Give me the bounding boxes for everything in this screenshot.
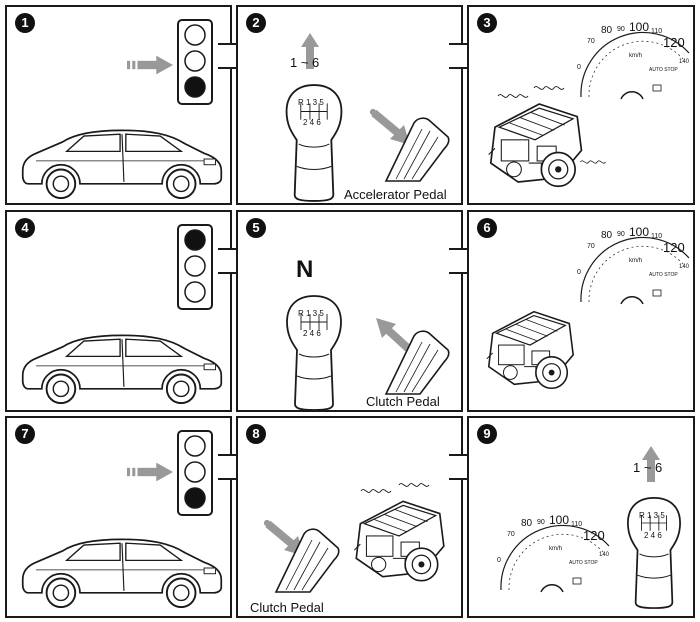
step-panel-2: 2 1 ~ 6 R 1 3 5 2 4 6 Accelerator Pedal <box>236 5 463 205</box>
pedal-label: Clutch Pedal <box>250 600 324 615</box>
svg-text:70: 70 <box>587 243 595 250</box>
pedal-label: Clutch Pedal <box>366 394 440 409</box>
svg-text:km/h: km/h <box>549 546 562 552</box>
engine-icon <box>342 480 454 598</box>
svg-text:0: 0 <box>577 269 581 276</box>
step-panel-3: 3 0 70 80 90 100 110 120 140 km/h AUTO S… <box>467 5 695 205</box>
vibration-icon <box>579 157 607 167</box>
svg-text:2 4 6: 2 4 6 <box>644 531 662 540</box>
svg-text:80: 80 <box>521 518 533 529</box>
step-number-badge: 9 <box>477 424 497 444</box>
car-icon <box>17 119 227 199</box>
traffic-light-icon <box>177 430 213 516</box>
gear-shifter-icon: R 1 3 5 2 4 6 <box>619 494 689 610</box>
svg-text:R 1 3 5: R 1 3 5 <box>639 511 665 520</box>
accelerator-pedal-icon <box>376 115 456 185</box>
svg-text:120: 120 <box>663 35 685 50</box>
svg-text:100: 100 <box>549 513 569 527</box>
traffic-light-top <box>184 229 206 251</box>
speedometer-icon: 0 70 80 90 100 110 120 140 km/h AUTO STO… <box>577 225 690 305</box>
traffic-light-top <box>184 435 206 457</box>
svg-text:0: 0 <box>577 64 581 71</box>
car-icon <box>17 528 227 608</box>
svg-text:70: 70 <box>507 531 515 538</box>
step-panel-6: 6 0 70 80 90 100 110 120 140 km/h AUTO S… <box>467 210 695 412</box>
gear-range-label: 1 ~ 6 <box>633 460 663 475</box>
svg-text:AUTO STOP: AUTO STOP <box>649 67 678 73</box>
svg-text:2 4 6: 2 4 6 <box>303 329 321 338</box>
svg-text:80: 80 <box>601 25 613 36</box>
step-number-badge: 5 <box>246 218 266 238</box>
svg-text:90: 90 <box>617 231 625 238</box>
traffic-light-bottom <box>184 76 206 98</box>
vibration-icon <box>358 486 394 496</box>
svg-text:100: 100 <box>629 225 649 239</box>
step-panel-7: 7 <box>5 416 232 618</box>
gear-shifter-icon: R 1 3 5 2 4 6 <box>278 292 350 412</box>
step-panel-4: 4 <box>5 210 232 412</box>
svg-text:110: 110 <box>651 233 662 240</box>
speedometer-icon: 0 70 80 90 100 110 120 140 km/h AUTO STO… <box>577 20 690 100</box>
arrow-right-icon <box>127 462 173 482</box>
svg-text:140: 140 <box>599 552 610 558</box>
svg-text:120: 120 <box>663 240 685 255</box>
arrow-right-icon <box>127 55 173 75</box>
traffic-light-icon <box>177 19 213 105</box>
traffic-light-bottom <box>184 487 206 509</box>
gear-shifter-icon: R 1 3 5 2 4 6 <box>278 81 350 203</box>
step-panel-5: 5 N R 1 3 5 2 4 6 Clutch Pedal <box>236 210 463 412</box>
step-panel-9: 9 0 70 80 90 100 110 120 140 km/h AUTO S… <box>467 416 695 618</box>
step-panel-1: 1 <box>5 5 232 205</box>
svg-text:0: 0 <box>497 557 501 564</box>
svg-text:km/h: km/h <box>629 53 642 59</box>
traffic-light-icon <box>177 224 213 310</box>
traffic-light-middle <box>184 255 206 277</box>
step-number-badge: 3 <box>477 13 497 33</box>
svg-text:140: 140 <box>679 264 690 270</box>
neutral-gear-label: N <box>296 256 314 283</box>
engine-icon <box>475 85 593 201</box>
svg-text:70: 70 <box>587 38 595 45</box>
svg-text:km/h: km/h <box>629 258 642 264</box>
svg-text:140: 140 <box>679 59 690 65</box>
svg-text:AUTO STOP: AUTO STOP <box>649 272 678 278</box>
svg-text:R 1 3 5: R 1 3 5 <box>298 98 324 107</box>
svg-text:R 1 3 5: R 1 3 5 <box>298 309 324 318</box>
car-icon <box>17 324 227 404</box>
vibration-icon <box>396 480 432 490</box>
vibration-icon <box>531 83 567 93</box>
engine-icon <box>475 292 583 404</box>
step-number-badge: 8 <box>246 424 266 444</box>
step-number-badge: 4 <box>15 218 35 238</box>
svg-text:110: 110 <box>571 521 582 528</box>
svg-text:110: 110 <box>651 28 662 35</box>
traffic-light-middle <box>184 50 206 72</box>
step-number-badge: 6 <box>477 218 497 238</box>
traffic-light-top <box>184 24 206 46</box>
svg-text:80: 80 <box>601 230 613 241</box>
svg-text:AUTO STOP: AUTO STOP <box>569 560 598 566</box>
svg-text:120: 120 <box>583 528 605 543</box>
svg-text:100: 100 <box>629 20 649 34</box>
svg-text:90: 90 <box>617 26 625 33</box>
clutch-pedal-icon <box>266 526 346 596</box>
traffic-light-bottom <box>184 281 206 303</box>
svg-text:90: 90 <box>537 519 545 526</box>
step-number-badge: 7 <box>15 424 35 444</box>
vibration-icon <box>495 91 531 101</box>
step-panel-8: 8 Clutch Pedal <box>236 416 463 618</box>
svg-text:2 4 6: 2 4 6 <box>303 118 321 127</box>
speedometer-icon: 0 70 80 90 100 110 120 140 km/h AUTO STO… <box>497 513 610 593</box>
pedal-label: Accelerator Pedal <box>344 187 447 202</box>
step-number-badge: 1 <box>15 13 35 33</box>
clutch-pedal-icon <box>376 328 456 398</box>
step-number-badge: 2 <box>246 13 266 33</box>
gear-range-label: 1 ~ 6 <box>290 55 320 70</box>
traffic-light-middle <box>184 461 206 483</box>
